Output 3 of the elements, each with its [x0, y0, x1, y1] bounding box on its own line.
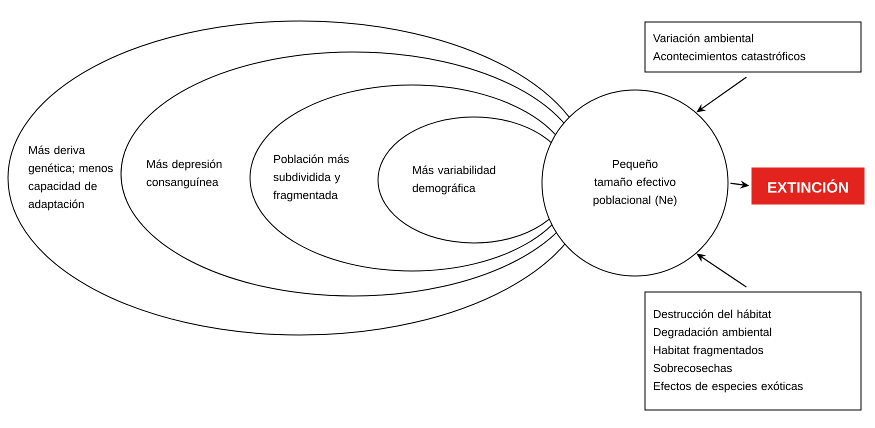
text-box: Variación ambiental Acontecimientos catastróficos — [644, 22, 862, 72]
label-box: EXTINCIÓN — [752, 168, 864, 204]
text-box: Destrucción del hábitat Degradación ambiental Habitat fragmentados Sobrecosechas Efectos de especies exóticas — [644, 291, 862, 410]
